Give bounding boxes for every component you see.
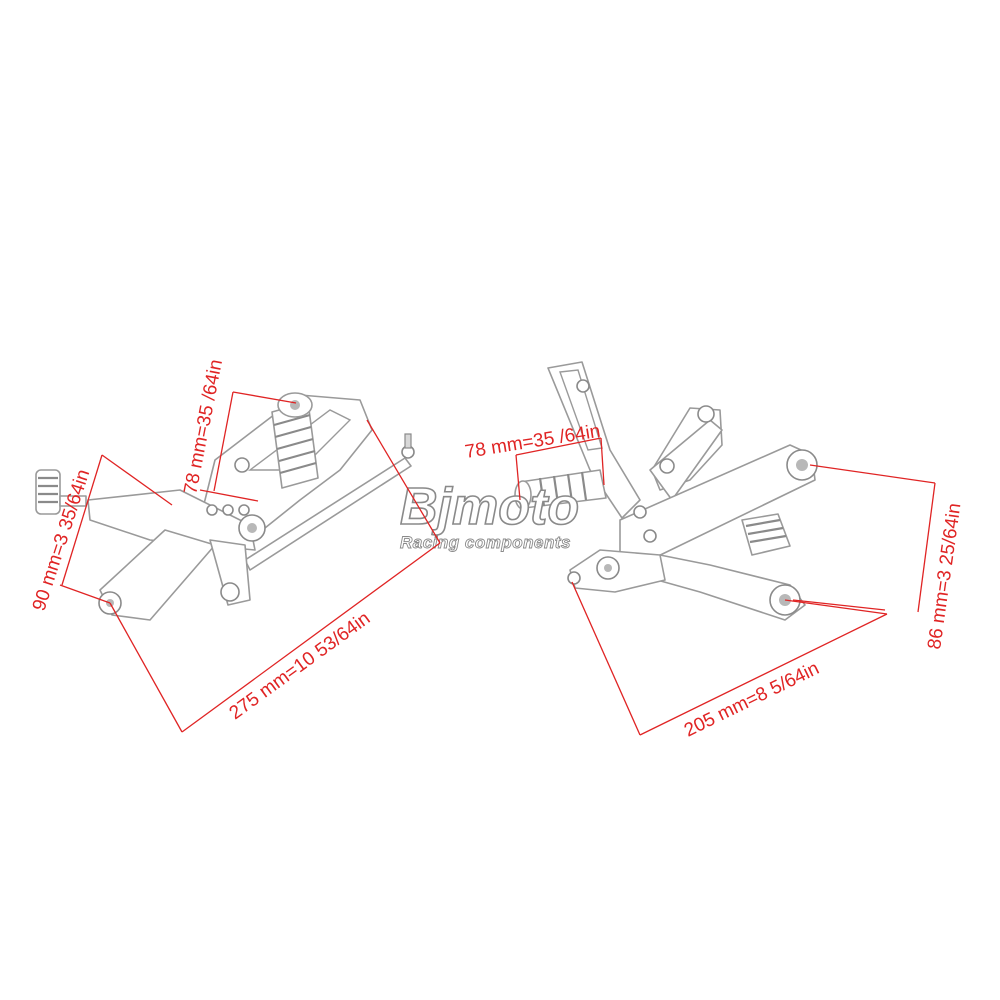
right-height-link-label: 86 mm=3 25/64in	[924, 502, 965, 651]
right-length-label: 205 mm=8 5/64in	[681, 658, 823, 741]
left-length-label: 275 mm=10 53/64in	[226, 608, 375, 724]
right-spring	[741, 513, 791, 556]
right-foot-peg	[514, 469, 607, 510]
left-rearset-drawing	[35, 392, 415, 621]
right-height-peg-label: 78 mm=35 /64in	[463, 421, 601, 463]
left-toe-peg	[35, 469, 87, 515]
svg-text:Racing components: Racing components	[400, 533, 571, 552]
brand-logo: Bjmoto Racing components	[399, 477, 580, 552]
svg-text:Bjmoto: Bjmoto	[400, 478, 579, 536]
